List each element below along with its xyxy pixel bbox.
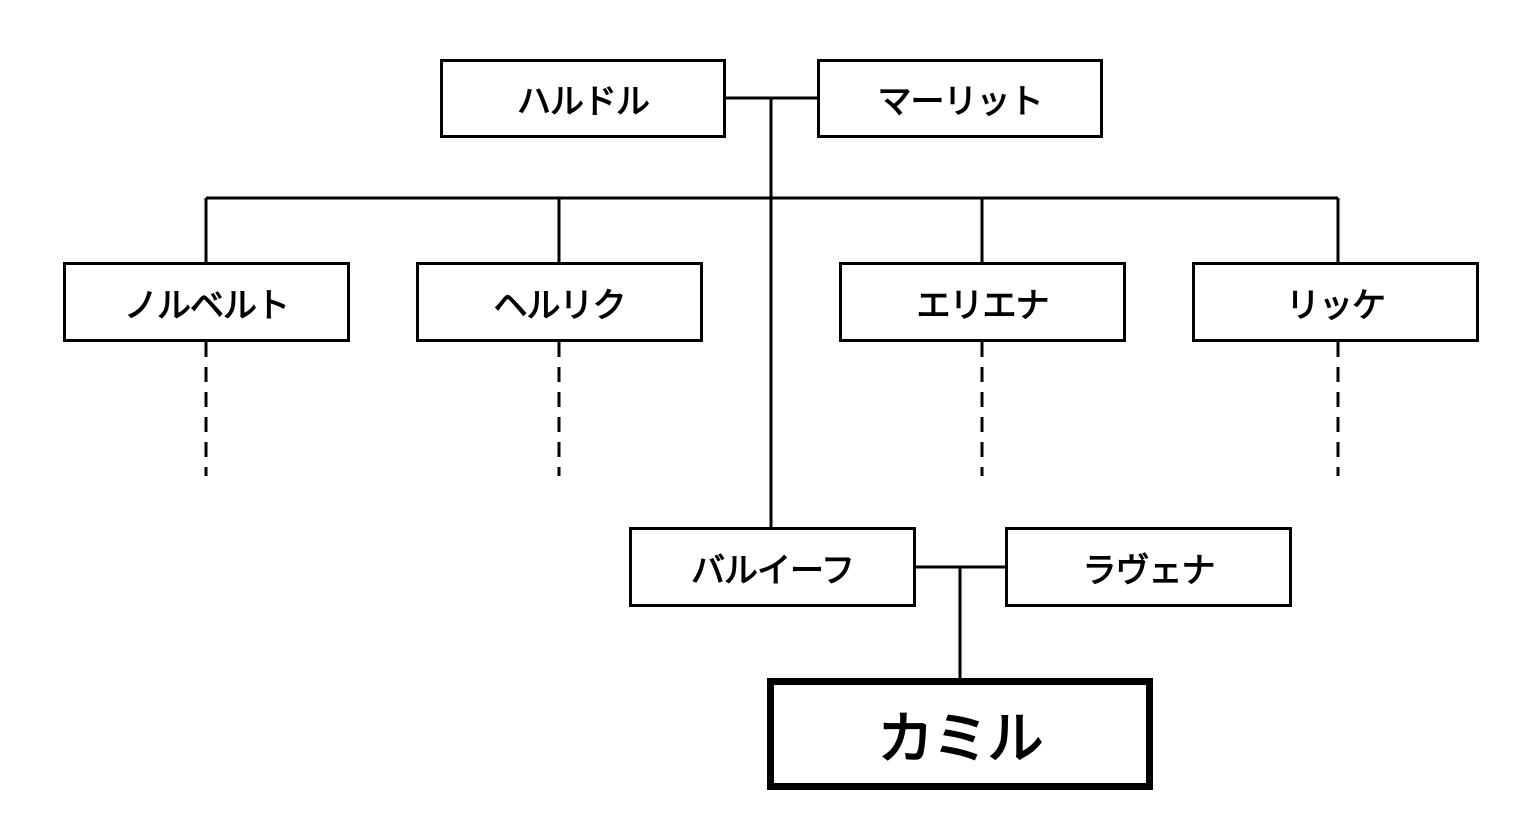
person-box-eriena: エリエナ [839, 262, 1126, 342]
person-box-rikke: リッケ [1192, 262, 1479, 342]
person-box-haldor: ハルドル [440, 59, 726, 138]
person-name: ノルベルト [124, 285, 290, 326]
person-name: ラヴェナ [1082, 550, 1216, 591]
person-box-marit: マーリット [817, 59, 1103, 138]
person-name: カミル [877, 706, 1044, 772]
person-name: リッケ [1286, 285, 1386, 326]
person-box-kamil-highlighted: カミル [767, 678, 1153, 790]
person-box-norbert: ノルベルト [63, 262, 350, 342]
person-name: ハルドル [517, 82, 650, 122]
person-box-ravena: ラヴェナ [1005, 527, 1292, 607]
person-name: エリエナ [916, 285, 1050, 326]
person-box-herik: ヘルリク [416, 262, 703, 342]
person-name: バルイーフ [691, 550, 855, 591]
person-name: ヘルリク [493, 285, 627, 326]
person-box-baleef: バルイーフ [629, 527, 916, 607]
person-name: マーリット [877, 82, 1044, 122]
